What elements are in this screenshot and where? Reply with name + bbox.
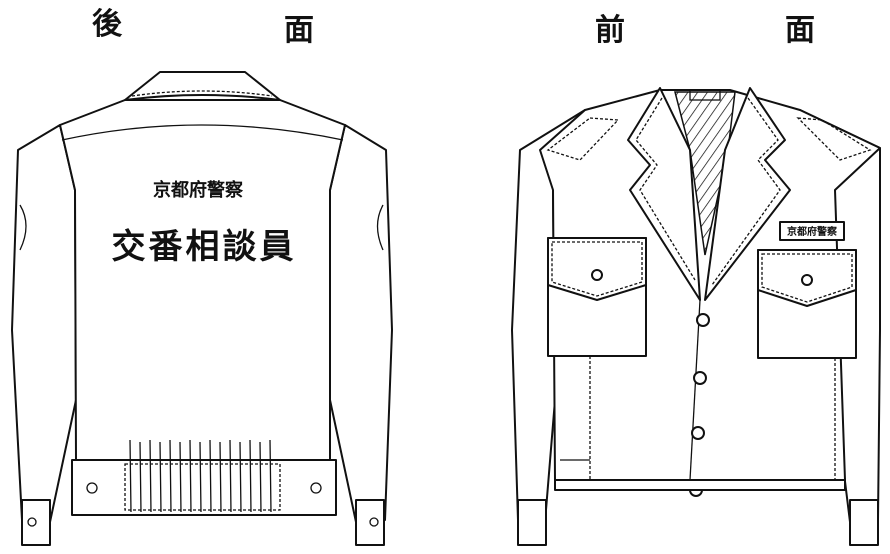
- front-badge-text: 京都府警察: [787, 225, 838, 238]
- jacket-front: 京都府警察: [511, 87, 881, 546]
- front-shirt: [674, 91, 736, 256]
- back-body: [59, 99, 346, 461]
- back-print-line1: 京都府警察: [153, 179, 244, 201]
- back-print-line2: 交番相談員: [112, 227, 297, 267]
- back-view-label-2: 面: [284, 13, 314, 48]
- back-waistband: [71, 459, 337, 516]
- back-elastic-gathers: [129, 439, 272, 513]
- back-right-sleeve: [329, 124, 393, 523]
- back-left-sleeve: [11, 124, 77, 523]
- back-collar: [124, 71, 281, 101]
- front-view-label-1: 前: [595, 13, 625, 48]
- front-left-cuff: [517, 499, 547, 546]
- front-name-badge: [779, 221, 845, 241]
- jacket-back: 京都府警察 交番相談員: [11, 71, 393, 546]
- front-right-lapel: [704, 87, 791, 301]
- back-view-label-1: 後: [92, 7, 122, 42]
- front-right-cuff: [849, 499, 879, 546]
- front-view-label-2: 面: [785, 13, 815, 48]
- front-hem: [554, 479, 846, 491]
- front-left-lapel: [627, 87, 701, 301]
